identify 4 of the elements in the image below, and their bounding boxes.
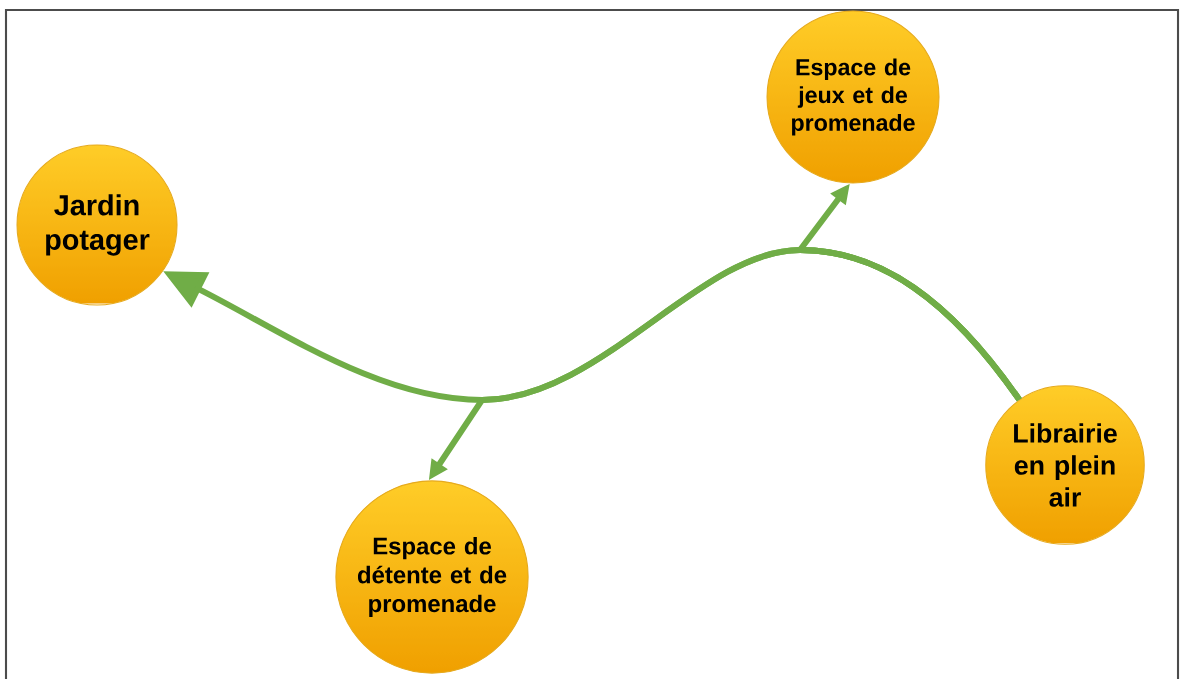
circle-node: Librairie en plein air xyxy=(985,385,1145,545)
circle-node: Espace de détente et de promenade xyxy=(335,480,529,674)
circle-node: Jardin potager xyxy=(16,144,178,306)
circle-node: Espace de jeux et de promenade xyxy=(766,10,940,184)
